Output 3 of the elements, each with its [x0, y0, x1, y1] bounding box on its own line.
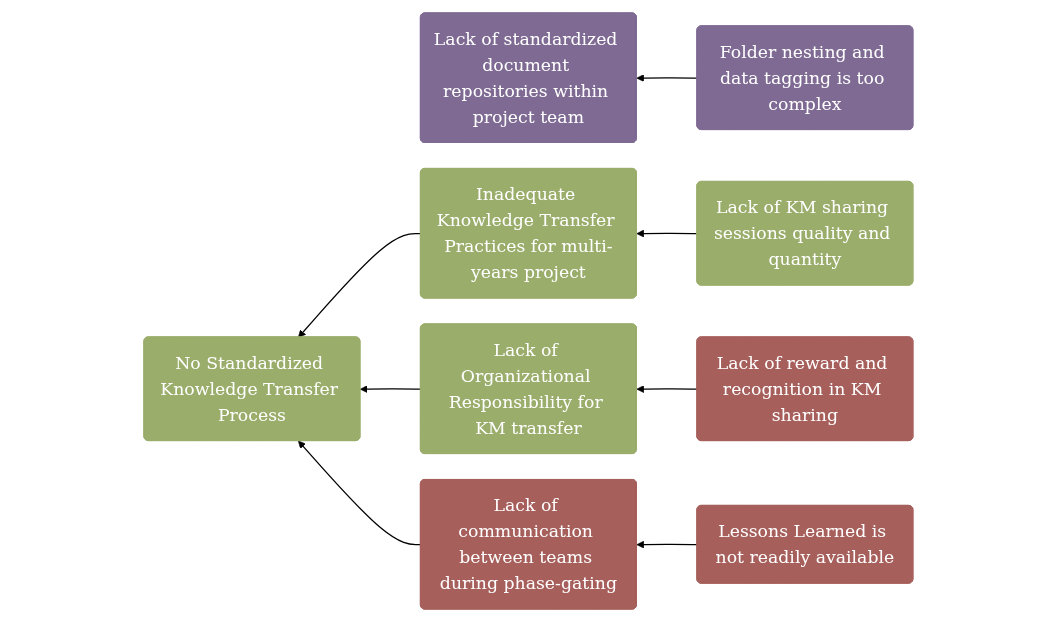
arrow [360, 385, 422, 393]
arrow [298, 232, 422, 338]
arrow [298, 440, 422, 546]
